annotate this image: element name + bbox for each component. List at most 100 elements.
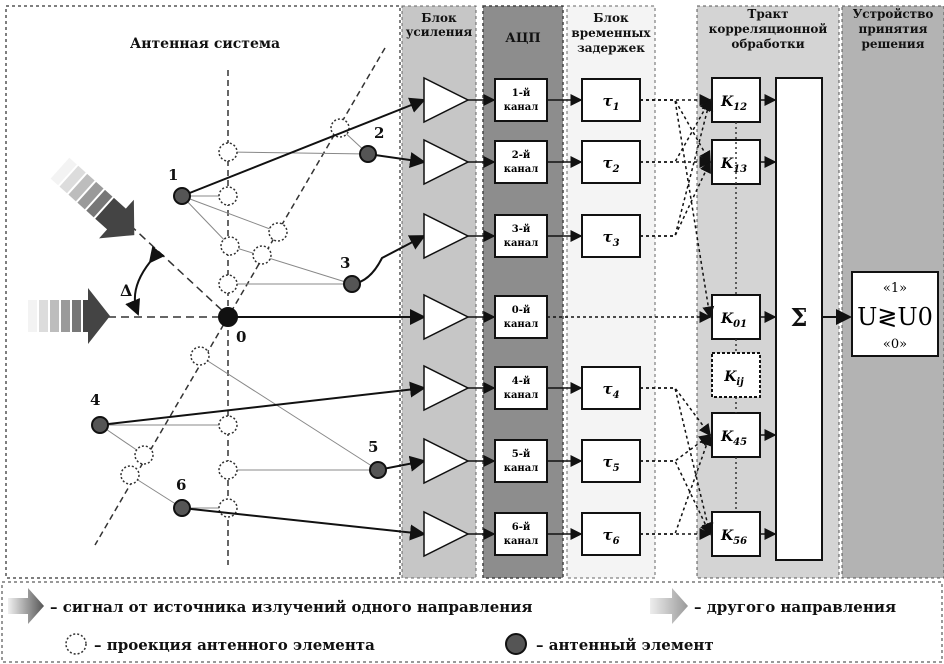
adc-channel-box bbox=[494, 295, 548, 339]
corr-header-3: обработки bbox=[731, 37, 804, 51]
delay-box bbox=[581, 439, 641, 483]
decision-header-3: решения bbox=[861, 37, 924, 51]
decision-header-2: принятия bbox=[859, 22, 928, 36]
adc-channel-number: 3-й bbox=[512, 224, 531, 235]
projection-circle bbox=[120, 465, 140, 485]
element-label-5: 5 bbox=[368, 438, 378, 456]
projection-circle bbox=[134, 445, 154, 465]
adc-channel-number: 2-й bbox=[512, 150, 531, 161]
summator-box bbox=[775, 77, 823, 561]
antenna-element-3 bbox=[343, 275, 361, 293]
delta-label: Δ bbox=[120, 281, 132, 300]
element-label-1: 1 bbox=[168, 166, 178, 184]
projection-circle bbox=[190, 346, 210, 366]
delay-to-correlator-link bbox=[640, 98, 714, 237]
adc-channel-box bbox=[494, 439, 548, 483]
antenna-element-5 bbox=[369, 461, 387, 479]
antenna-element-6 bbox=[173, 499, 191, 517]
signal-arrow-horizontal bbox=[28, 288, 110, 344]
antenna-element-0 bbox=[218, 307, 238, 327]
decision-box bbox=[851, 271, 939, 357]
amplifier-triangle bbox=[423, 138, 470, 186]
correlator-box bbox=[711, 511, 761, 557]
delay-box bbox=[581, 512, 641, 556]
adc-channel-word: канал bbox=[504, 319, 539, 330]
corr-header-1: Тракт bbox=[747, 7, 788, 21]
correlator-box bbox=[711, 294, 761, 340]
amplifier-triangle bbox=[423, 364, 470, 412]
antenna-element-4 bbox=[91, 416, 109, 434]
antenna-element-1 bbox=[173, 187, 191, 205]
element-label-4: 4 bbox=[90, 391, 100, 409]
delay-header-2: временных bbox=[571, 26, 651, 40]
adc-channel-number: 6-й bbox=[512, 522, 531, 533]
projection-circle bbox=[218, 186, 238, 206]
delay-box bbox=[581, 140, 641, 184]
adc-channel-number: 1-й bbox=[512, 88, 531, 99]
legend-box bbox=[1, 581, 943, 663]
adc-channel-word: канал bbox=[504, 238, 539, 249]
element-label-2: 2 bbox=[374, 124, 384, 142]
adc-channel-word: канал bbox=[504, 463, 539, 474]
decision-top: «1» bbox=[883, 281, 907, 296]
legend-arrow-dark bbox=[8, 588, 44, 624]
summator-label: Σ bbox=[791, 303, 808, 332]
adc-channel-number: 5-й bbox=[512, 449, 531, 460]
element-label-6: 6 bbox=[176, 476, 186, 494]
projection-circle bbox=[252, 245, 272, 265]
adc-channel-box bbox=[494, 512, 548, 556]
adc-channel-word: канал bbox=[504, 164, 539, 175]
legend-signal1: – сигнал от источника излучений одного н… bbox=[50, 598, 532, 616]
antenna-header: Антенная система bbox=[130, 36, 280, 52]
element-label-3: 3 bbox=[340, 254, 350, 272]
delay-header-3: задержек bbox=[577, 41, 645, 55]
antenna-element-2 bbox=[359, 145, 377, 163]
adc-channel-box bbox=[494, 78, 548, 122]
projection-circle bbox=[268, 222, 288, 242]
delta-angle-arc bbox=[125, 246, 165, 316]
correlator-box bbox=[711, 412, 761, 458]
corr-header-2: корреляционной bbox=[709, 22, 828, 36]
adc-channel-box bbox=[494, 140, 548, 184]
correlator-box bbox=[711, 77, 761, 123]
delay-header-1: Блок bbox=[593, 11, 629, 25]
decision-main: U≷U0 bbox=[857, 303, 933, 331]
adc-channel-word: канал bbox=[504, 536, 539, 547]
adc-channel-word: канал bbox=[504, 102, 539, 113]
antenna-panel bbox=[5, 5, 401, 579]
element-label-0: 0 bbox=[236, 328, 246, 346]
adc-channel-word: канал bbox=[504, 390, 539, 401]
decision-bottom: «0» bbox=[883, 337, 907, 352]
legend-element-icon bbox=[505, 633, 527, 655]
legend-arrow-light bbox=[650, 588, 688, 624]
signal-arrow-oblique bbox=[50, 157, 135, 239]
projection-circle bbox=[220, 236, 240, 256]
legend-projection: – проекция антенного элемента bbox=[94, 636, 375, 654]
amplifier-triangle bbox=[423, 437, 470, 485]
delay-box bbox=[581, 366, 641, 410]
amp-header-2: усиления bbox=[406, 25, 473, 39]
adc-channel-box bbox=[494, 366, 548, 410]
amplifier-triangle bbox=[423, 293, 470, 341]
adc-channel-number: 4-й bbox=[512, 376, 531, 387]
adc-channel-number: 0-й bbox=[512, 305, 531, 316]
adc-channel-box bbox=[494, 214, 548, 258]
amplifier-triangle bbox=[423, 510, 470, 558]
adc-header: АЦП bbox=[505, 31, 540, 46]
delay-to-correlator-link bbox=[640, 99, 715, 319]
legend-projection-icon bbox=[65, 633, 87, 655]
delay-to-correlator-link bbox=[640, 387, 711, 437]
amplifier-triangle bbox=[423, 76, 470, 124]
amplifier-triangle bbox=[423, 212, 470, 260]
legend-signal2: – другого направления bbox=[694, 598, 896, 616]
legend-element: – антенный элемент bbox=[536, 636, 714, 654]
projection-circle bbox=[218, 274, 238, 294]
delay-box bbox=[581, 78, 641, 122]
projection-circle bbox=[218, 460, 238, 480]
projection-circle bbox=[218, 415, 238, 435]
decision-header-1: Устройство bbox=[853, 7, 934, 21]
antenna-elements bbox=[91, 145, 387, 517]
